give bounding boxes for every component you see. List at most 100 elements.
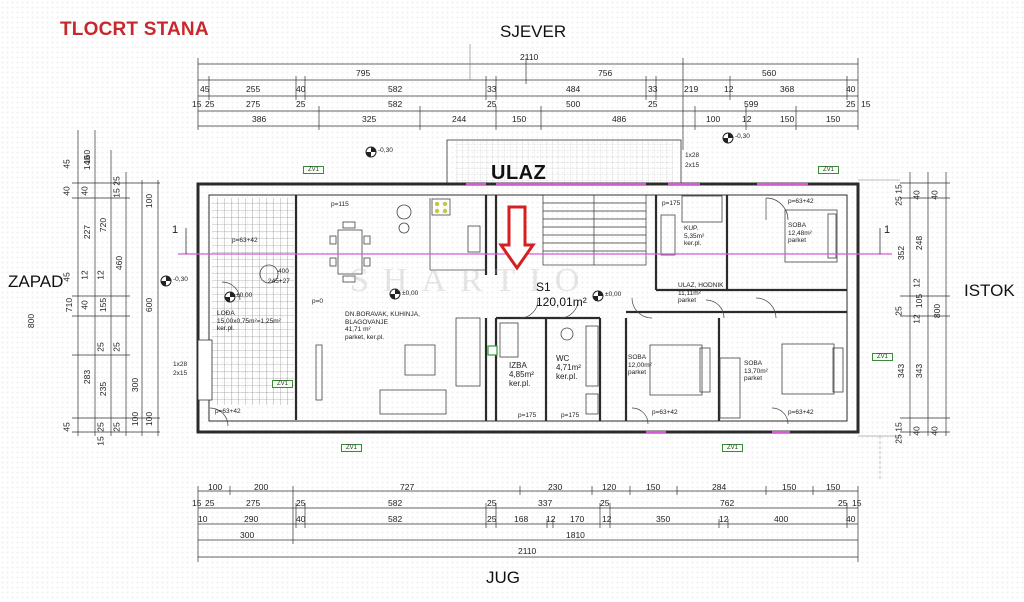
dim-top: 15 [192,99,202,109]
opening-label: p=175 [561,412,580,419]
dim-top: 582 [388,84,403,94]
opening-label: 245+27 [268,278,290,285]
dim-left: 227 [82,224,93,240]
dim-top: 560 [762,68,777,78]
opening-label: p=0 [312,298,324,305]
dim-left: 15 [111,188,122,198]
dim-left: 25 [111,176,122,186]
dim-right: 12 [911,314,922,324]
watermark: SHARTIO [350,262,594,299]
dim-top: 275 [246,99,261,109]
windows [466,182,808,434]
opening-label: 400 [278,268,289,275]
dim-bottom: 25 [296,498,306,508]
level-text: -0,30 [735,133,750,140]
dim-top: 599 [744,99,759,109]
dim-top: 484 [566,84,581,94]
dim-right: 343 [896,363,907,379]
interior-walls [294,195,847,421]
dim-left: 800 [26,313,37,329]
dim-bottom: 25 [600,498,610,508]
dim-left: 15 [95,436,106,446]
dim-left: 100 [130,411,141,427]
zv-tag: ZV1 [341,444,363,452]
dim-left: 40 [79,186,90,196]
dim-right: 343 [914,363,925,379]
dim-top: 25 [487,99,497,109]
dim-left: 720 [98,217,109,233]
zv-tag: ZV1 [818,166,840,174]
dim-bottom: 15 [852,498,862,508]
top-dimension-lines [197,58,859,150]
dim-top: 150 [512,114,527,124]
east-label: ISTOK [964,281,1015,300]
left-dimension-lines [72,130,160,436]
opening-label: p=175 [662,200,681,207]
dim-top: 756 [598,68,613,78]
zv-tag: ZV1 [872,353,894,361]
dim-left: 600 [144,297,155,313]
dim-top: 12 [742,114,752,124]
dim-right: 40 [929,190,940,200]
level-markers [160,132,734,303]
dim-bottom: 12 [602,514,612,524]
dim-top: 255 [246,84,261,94]
dim-bottom: 727 [400,482,415,492]
beds [649,209,844,419]
dim-top: 500 [566,99,581,109]
level-text: ±0,00 [236,292,253,299]
dim-bottom: 150 [826,482,841,492]
dim-bottom: 200 [254,482,269,492]
dim-left: 12 [79,270,90,280]
dim-top: 100 [706,114,721,124]
dim-top: 40 [846,84,856,94]
dim-left: 710 [64,297,75,313]
bathroom-fixtures [499,195,723,415]
page-title: TLOCRT STANA [60,19,209,40]
dim-top: 368 [780,84,795,94]
dim-left: 12 [95,270,106,280]
level-text: ±0,00 [605,291,622,298]
dim-left: 100 [144,193,155,209]
dim-left: 40 [61,186,72,196]
dim-left: 25 [111,422,122,432]
dim-bottom: 25 [487,498,497,508]
zv-tag: ZV1 [303,166,325,174]
dim-bottom: 1810 [566,530,585,540]
dim-right: 25 [893,196,904,206]
dim-bottom: 150 [782,482,797,492]
dim-bottom: 350 [656,514,671,524]
dim-top: 45 [200,84,210,94]
section-marker-west: 1 [172,224,179,236]
dim-bottom: 25 [487,514,497,524]
opening-label: p=115 [331,201,349,208]
zv-tag: ZV1 [272,380,294,388]
dim-top: 25 [846,99,856,109]
dim-top: 40 [296,84,306,94]
opening-label: p=63+42 [215,408,241,415]
dim-right: 105 [914,293,925,309]
entrance-arrow-icon [498,205,536,271]
opening-label: p=63+42 [232,237,258,244]
dim-right: 352 [896,245,907,261]
dim-left: 40 [79,300,90,310]
opening-label: p=175 [518,412,537,419]
dim-bottom: 40 [296,514,306,524]
bottom-dimension-lines [197,486,859,562]
dim-top: 33 [648,84,658,94]
dim-right: 25 [893,306,904,316]
dim-top: 150 [780,114,795,124]
dim-right: 40 [929,426,940,436]
zv-tag: ZV1 [722,444,744,452]
dim-bottom: 762 [720,498,735,508]
dim-right: 15 [893,422,904,432]
dim-bottom: 168 [514,514,529,524]
dim-bottom: 582 [388,514,403,524]
